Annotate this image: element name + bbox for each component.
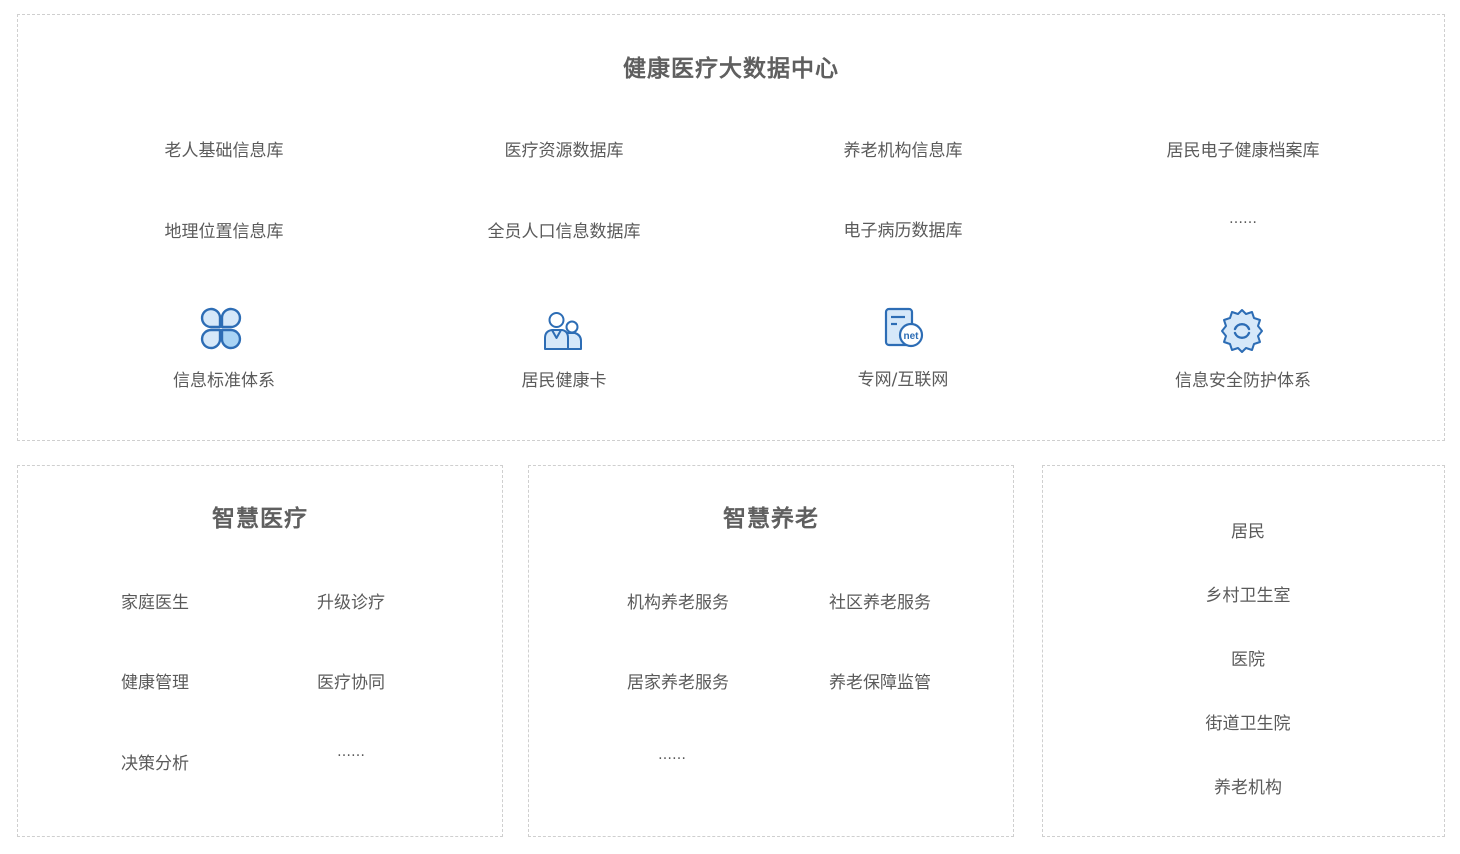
database-item: 居民电子健康档案库 (1166, 141, 1320, 161)
data-center-panel: 健康医疗大数据中心 老人基础信息库 医疗资源数据库 养老机构信息库 居民电子健康… (17, 14, 1445, 441)
database-item: 地理位置信息库 (164, 222, 284, 242)
medical-item: 健康管理 (121, 673, 189, 693)
data-center-title: 健康医疗大数据中心 (623, 56, 839, 82)
foundation-label: 信息安全防护体系 (1175, 371, 1311, 391)
elderly-item: 养老保障监管 (829, 673, 931, 693)
elderly-item: 社区养老服务 (829, 593, 931, 613)
smart-medical-panel: 智慧医疗 家庭医生 升级诊疗 健康管理 医疗协同 决策分析 …… (17, 465, 503, 837)
database-item: 养老机构信息库 (843, 141, 963, 161)
medical-item: 家庭医生 (121, 593, 189, 613)
gear-icon (1218, 307, 1266, 355)
smart-medical-title: 智慧医疗 (212, 506, 308, 532)
database-item: 医疗资源数据库 (504, 141, 624, 161)
elderly-item: 居家养老服务 (627, 673, 729, 693)
foundation-label: 信息标准体系 (173, 371, 275, 391)
participant-item: 养老机构 (1214, 778, 1282, 798)
medical-item: 医疗协同 (317, 673, 385, 693)
medical-item: 升级诊疗 (317, 593, 385, 613)
foundation-label: 专网/互联网 (857, 370, 949, 390)
smart-elderly-title: 智慧养老 (723, 506, 819, 532)
foundation-label: 居民健康卡 (521, 371, 607, 391)
medical-item: 决策分析 (121, 754, 189, 774)
users-icon (539, 307, 587, 355)
network-doc-icon: net (880, 305, 928, 353)
participant-item: 街道卫生院 (1205, 714, 1291, 734)
elderly-item: 机构养老服务 (627, 593, 729, 613)
clover-icon (197, 305, 245, 353)
participant-item: 居民 (1231, 522, 1265, 542)
participants-panel: 居民 乡村卫生室 医院 街道卫生院 养老机构 (1042, 465, 1445, 837)
participant-item: 乡村卫生室 (1205, 586, 1291, 606)
participant-item: 医院 (1231, 650, 1265, 670)
medical-ellipsis: …… (337, 744, 365, 760)
database-item: 电子病历数据库 (843, 221, 963, 241)
database-item: 老人基础信息库 (164, 141, 284, 161)
database-item: 全员人口信息数据库 (487, 222, 641, 242)
net-label: net (904, 331, 920, 342)
database-ellipsis: …… (1229, 211, 1257, 227)
smart-elderly-panel: 智慧养老 机构养老服务 社区养老服务 居家养老服务 养老保障监管 …… (528, 465, 1014, 837)
elderly-ellipsis: …… (658, 747, 686, 763)
